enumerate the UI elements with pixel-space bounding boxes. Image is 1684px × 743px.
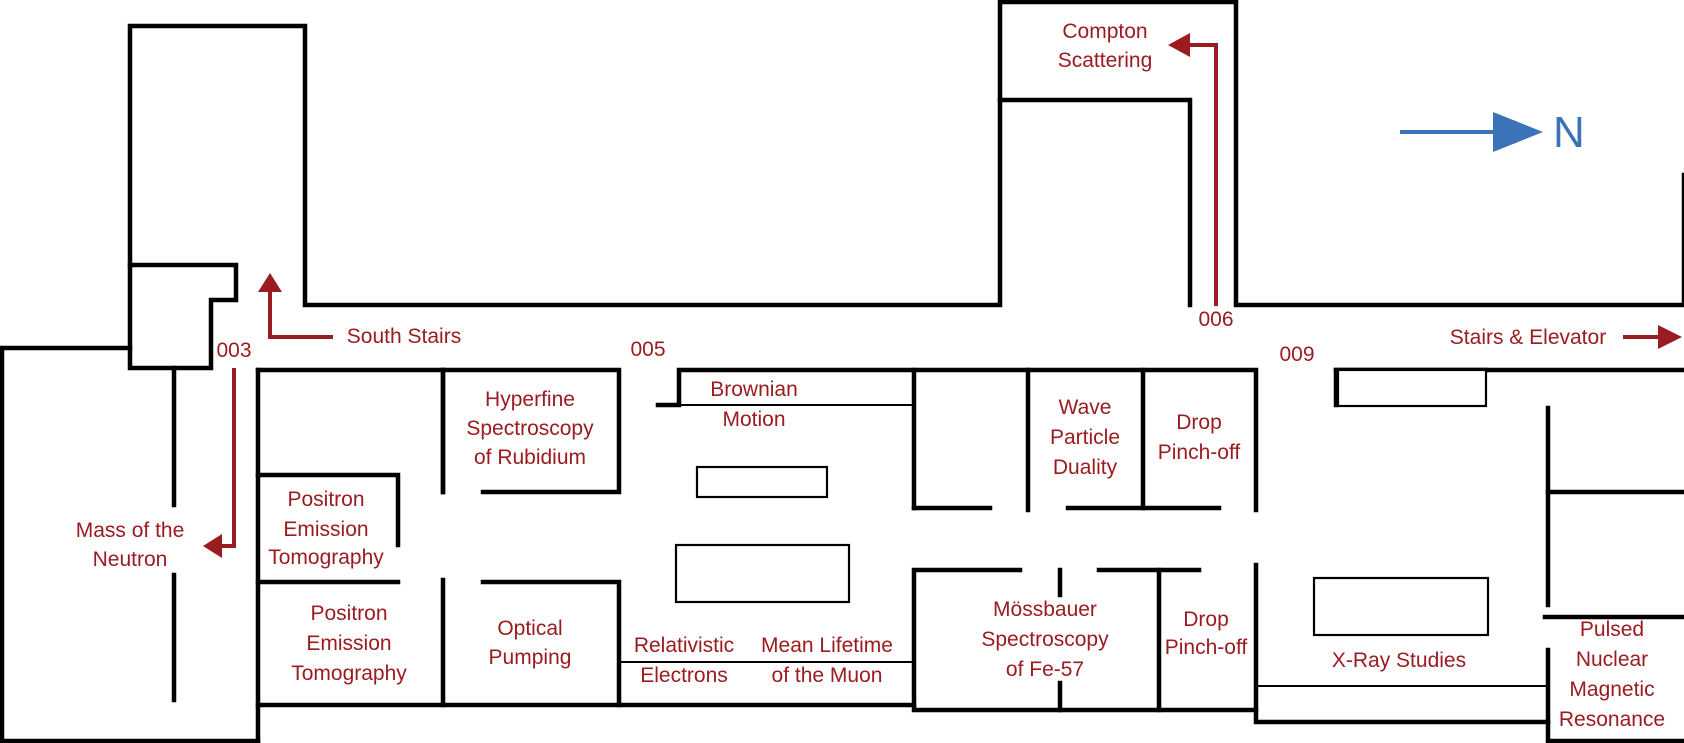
room-optical-pumping: Optical Pumping — [489, 617, 572, 669]
svg-text:Nuclear: Nuclear — [1576, 648, 1648, 671]
compton-arrow-icon — [1168, 33, 1218, 306]
svg-text:of the Muon: of the Muon — [772, 664, 883, 687]
svg-text:Brownian: Brownian — [710, 378, 798, 401]
svg-text:Emission: Emission — [283, 518, 368, 541]
svg-text:Positron: Positron — [287, 488, 364, 511]
svg-text:Scattering: Scattering — [1058, 49, 1153, 72]
svg-text:Electrons: Electrons — [640, 664, 728, 687]
svg-text:Mössbauer: Mössbauer — [993, 598, 1097, 621]
room-drop-pinch-off-lower: Drop Pinch-off — [1165, 608, 1248, 659]
svg-text:Spectroscopy: Spectroscopy — [981, 628, 1109, 651]
stairs-elevator-label: Stairs & Elevator — [1450, 326, 1606, 349]
compton-scattering-label: Compton Scattering — [1058, 20, 1153, 72]
room-positron-emission-tomography-upper: Positron Emission Tomography — [268, 488, 384, 569]
stairs-elevator-arrow-icon — [1623, 325, 1682, 349]
north-label: N — [1553, 108, 1585, 157]
room-positron-emission-tomography-lower: Positron Emission Tomography — [291, 602, 407, 685]
svg-text:Magnetic: Magnetic — [1569, 678, 1654, 701]
room-hyperfine-spectroscopy: Hyperfine Spectroscopy of Rubidium — [466, 388, 594, 469]
svg-text:Neutron: Neutron — [93, 548, 168, 571]
room-wave-particle-duality: Wave Particle Duality — [1050, 396, 1120, 479]
svg-text:Resonance: Resonance — [1559, 708, 1665, 731]
svg-text:Drop: Drop — [1183, 608, 1229, 631]
room-pulsed-nmr: Pulsed Nuclear Magnetic Resonance — [1559, 618, 1665, 731]
svg-text:Wave: Wave — [1059, 396, 1112, 419]
south-stairs-label: South Stairs — [347, 325, 461, 348]
room-drop-pinch-off-upper: Drop Pinch-off — [1158, 411, 1241, 464]
svg-text:Pinch-off: Pinch-off — [1158, 441, 1241, 464]
room-mean-lifetime-muon: Mean Lifetime of the Muon — [761, 634, 893, 687]
svg-text:Pinch-off: Pinch-off — [1165, 636, 1248, 659]
room-relativistic-electrons: Relativistic Electrons — [634, 634, 734, 687]
svg-text:Emission: Emission — [306, 632, 391, 655]
north-arrow-icon: N — [1400, 108, 1585, 157]
room-brownian-motion: Brownian Motion — [710, 378, 798, 431]
svg-text:Motion: Motion — [722, 408, 785, 431]
svg-text:Compton: Compton — [1062, 20, 1147, 43]
room-mossbauer-spectroscopy: Mössbauer Spectroscopy of Fe-57 — [981, 598, 1109, 681]
room-x-ray-studies: X-Ray Studies — [1332, 649, 1466, 672]
svg-text:Tomography: Tomography — [291, 662, 407, 685]
svg-text:Spectroscopy: Spectroscopy — [466, 417, 594, 440]
svg-text:Mass of the: Mass of the — [76, 519, 185, 542]
svg-text:Hyperfine: Hyperfine — [485, 388, 575, 411]
svg-text:Positron: Positron — [310, 602, 387, 625]
south-stairs-arrow-icon — [258, 273, 333, 339]
svg-text:Duality: Duality — [1053, 456, 1118, 479]
svg-text:of Rubidium: of Rubidium — [474, 446, 586, 469]
svg-text:Optical: Optical — [497, 617, 562, 640]
svg-text:Mean Lifetime: Mean Lifetime — [761, 634, 893, 657]
svg-text:Particle: Particle — [1050, 426, 1120, 449]
svg-text:of Fe-57: of Fe-57 — [1006, 658, 1084, 681]
svg-text:Drop: Drop — [1176, 411, 1222, 434]
mass-of-neutron-label: Mass of the Neutron — [76, 519, 185, 571]
svg-text:Relativistic: Relativistic — [634, 634, 734, 657]
svg-text:Pulsed: Pulsed — [1580, 618, 1644, 641]
mass-neutron-arrow-icon — [203, 368, 236, 558]
room-number-009: 009 — [1279, 343, 1314, 366]
benches-and-partitions — [619, 368, 1548, 687]
svg-text:Pumping: Pumping — [489, 646, 572, 669]
room-number-005: 005 — [630, 338, 665, 361]
svg-text:Tomography: Tomography — [268, 546, 384, 569]
room-number-003: 003 — [216, 339, 251, 362]
room-number-006: 006 — [1198, 308, 1233, 331]
